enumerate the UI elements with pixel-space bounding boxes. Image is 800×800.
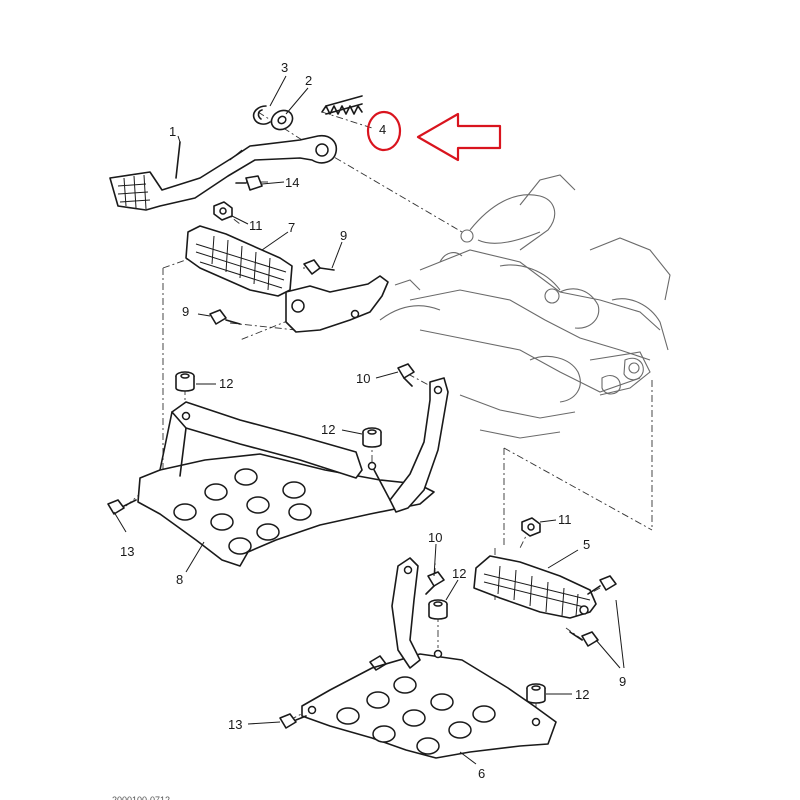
bolt-part-9-b <box>209 309 241 325</box>
bolt-part-9-d <box>569 631 599 647</box>
callout-12-a: 12 <box>219 376 233 391</box>
callout-9-lower: 9 <box>619 674 626 689</box>
diagram-code: 2000100-0712 <box>112 795 170 800</box>
callout-10-upper: 10 <box>356 371 370 386</box>
callout-11-upper: 11 <box>249 218 263 233</box>
brake-pedal-part-1 <box>109 134 338 211</box>
footrest-bracket-part-5 <box>473 555 597 619</box>
bolt-part-9-a <box>303 259 335 275</box>
washer-part-2 <box>270 109 294 131</box>
bolt-part-13-a <box>107 499 137 515</box>
bolt-part-10-a <box>397 363 415 387</box>
footrest-bracket-part-7 <box>185 225 389 333</box>
bolt-part-9-c <box>587 575 617 595</box>
highlight-annotation <box>366 110 502 162</box>
callout-labels: 3 2 4 1 14 11 7 9 9 12 10 12 13 8 11 5 1… <box>120 60 626 781</box>
spring-part-4 <box>321 95 363 115</box>
callout-8: 8 <box>176 572 183 587</box>
bolt-part-13-b <box>279 713 307 729</box>
damper-part-12-a <box>175 371 195 392</box>
callout-1: 1 <box>169 124 176 139</box>
callout-4: 4 <box>379 122 386 137</box>
callout-14: 14 <box>285 175 299 190</box>
highlight-circle <box>366 110 402 152</box>
nut-part-11-upper <box>213 201 233 221</box>
callout-leaders <box>113 75 625 765</box>
bolt-part-10-b <box>425 571 445 595</box>
callout-2: 2 <box>305 73 312 88</box>
highlight-arrow-icon <box>416 112 502 162</box>
callout-11-lower: 11 <box>558 512 572 527</box>
damper-part-12-b <box>362 427 382 448</box>
callout-9-upper-left: 9 <box>182 304 189 319</box>
skid-plate-part-6 <box>301 557 557 759</box>
damper-part-12-c <box>428 599 448 620</box>
skid-plate-part-8 <box>137 377 449 567</box>
bolt-part-14 <box>235 175 263 191</box>
callout-13-upper: 13 <box>120 544 134 559</box>
circlip-part-3 <box>252 105 271 125</box>
callout-12-c: 12 <box>452 566 466 581</box>
callout-12-d: 12 <box>575 687 589 702</box>
damper-part-12-d <box>526 683 546 704</box>
callout-12-b: 12 <box>321 422 335 437</box>
callout-10-lower: 10 <box>428 530 442 545</box>
callout-5: 5 <box>583 537 590 552</box>
callout-7: 7 <box>288 220 295 235</box>
callout-9-upper-right: 9 <box>340 228 347 243</box>
nut-part-11-lower <box>521 517 541 537</box>
callout-3: 3 <box>281 60 288 75</box>
callout-13-lower: 13 <box>228 717 242 732</box>
frame-outline <box>379 174 671 439</box>
callout-6: 6 <box>478 766 485 781</box>
